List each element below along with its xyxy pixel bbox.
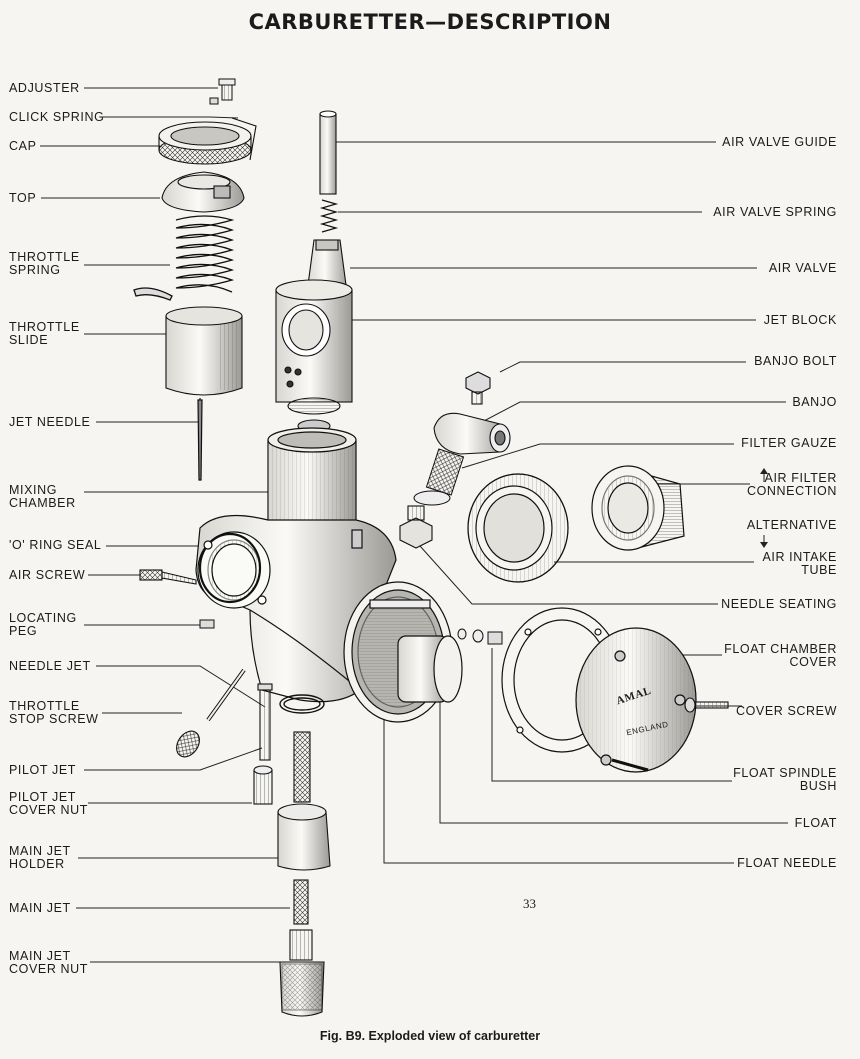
float-chamber-cover-plate — [575, 627, 697, 773]
air-valve-spring-coil — [319, 199, 339, 233]
air-valve-guide-rod — [319, 110, 337, 195]
float-cylinder — [397, 635, 463, 703]
label-banjo-bolt: BANJO BOLT — [754, 354, 837, 368]
banjo-bolt-part — [465, 371, 491, 405]
label-air-valve-guide: AIR VALVE GUIDE — [722, 135, 837, 149]
label-o-ring-seal: 'O' RING SEAL — [9, 538, 102, 552]
main-jet-holder-part — [277, 731, 331, 871]
leader-lines-left — [40, 87, 290, 963]
locating-peg-part — [199, 619, 215, 629]
o-ring-small — [279, 694, 325, 714]
label-float-needle: FLOAT NEEDLE — [737, 856, 837, 870]
label-banjo: BANJO — [792, 395, 837, 409]
needle-seating-part — [399, 505, 433, 549]
label-cover-screw: COVER SCREW — [735, 704, 837, 718]
label-pilot-jet: PILOT JET — [9, 763, 76, 777]
top-mixing-cap — [161, 171, 245, 213]
figure-caption: Fig. B9. Exploded view of carburetter — [319, 1029, 541, 1043]
label-cap: CAP — [9, 139, 37, 153]
jet-block-body — [275, 279, 353, 433]
needle-jet-part — [257, 683, 273, 761]
jet-needle-rod — [197, 398, 203, 481]
page-number: 33 — [523, 896, 536, 911]
throttle-spring-coil — [133, 215, 235, 301]
main-jet-part — [293, 879, 309, 925]
label-click-spring: CLICK SPRING — [9, 110, 105, 124]
label-main-jet: MAIN JET — [9, 901, 71, 915]
label-float: FLOAT — [794, 816, 837, 830]
label-jet-block: JET BLOCK — [763, 313, 837, 327]
main-jet-cover-nut-part — [279, 929, 325, 1017]
label-top: TOP — [9, 191, 37, 205]
label-alternative: ALTERNATIVE — [746, 518, 837, 532]
label-air-screw: AIR SCREW — [9, 568, 86, 582]
air-screw-part — [139, 569, 197, 585]
banjo-part — [433, 412, 511, 455]
page-title: CARBURETTER—DESCRIPTION — [248, 10, 612, 34]
label-air-valve-spring: AIR VALVE SPRING — [713, 205, 837, 219]
label-needle-seating: NEEDLE SEATING — [721, 597, 837, 611]
adjuster-screw — [209, 78, 236, 105]
cover-screw-part — [611, 697, 729, 772]
filter-gauze-part — [413, 448, 465, 506]
label-filter-gauze: FILTER GAUZE — [741, 436, 837, 450]
pilot-jet-cover-nut-part — [253, 765, 273, 805]
throttle-slide-body — [165, 306, 243, 396]
throttle-stop-screw-part — [176, 668, 246, 758]
cap-ring — [158, 117, 257, 165]
air-filter-connection-ring — [591, 465, 685, 551]
label-air-valve: AIR VALVE — [768, 261, 837, 275]
float-spindle-bushes — [457, 628, 503, 645]
leader-lines-right — [336, 141, 788, 864]
air-intake-tube-ring — [467, 473, 569, 583]
label-adjuster: ADJUSTER — [9, 81, 80, 95]
label-jet-needle: JET NEEDLE — [9, 415, 91, 429]
label-needle-jet: NEEDLE JET — [9, 659, 91, 673]
alternative-arrows — [760, 468, 768, 548]
